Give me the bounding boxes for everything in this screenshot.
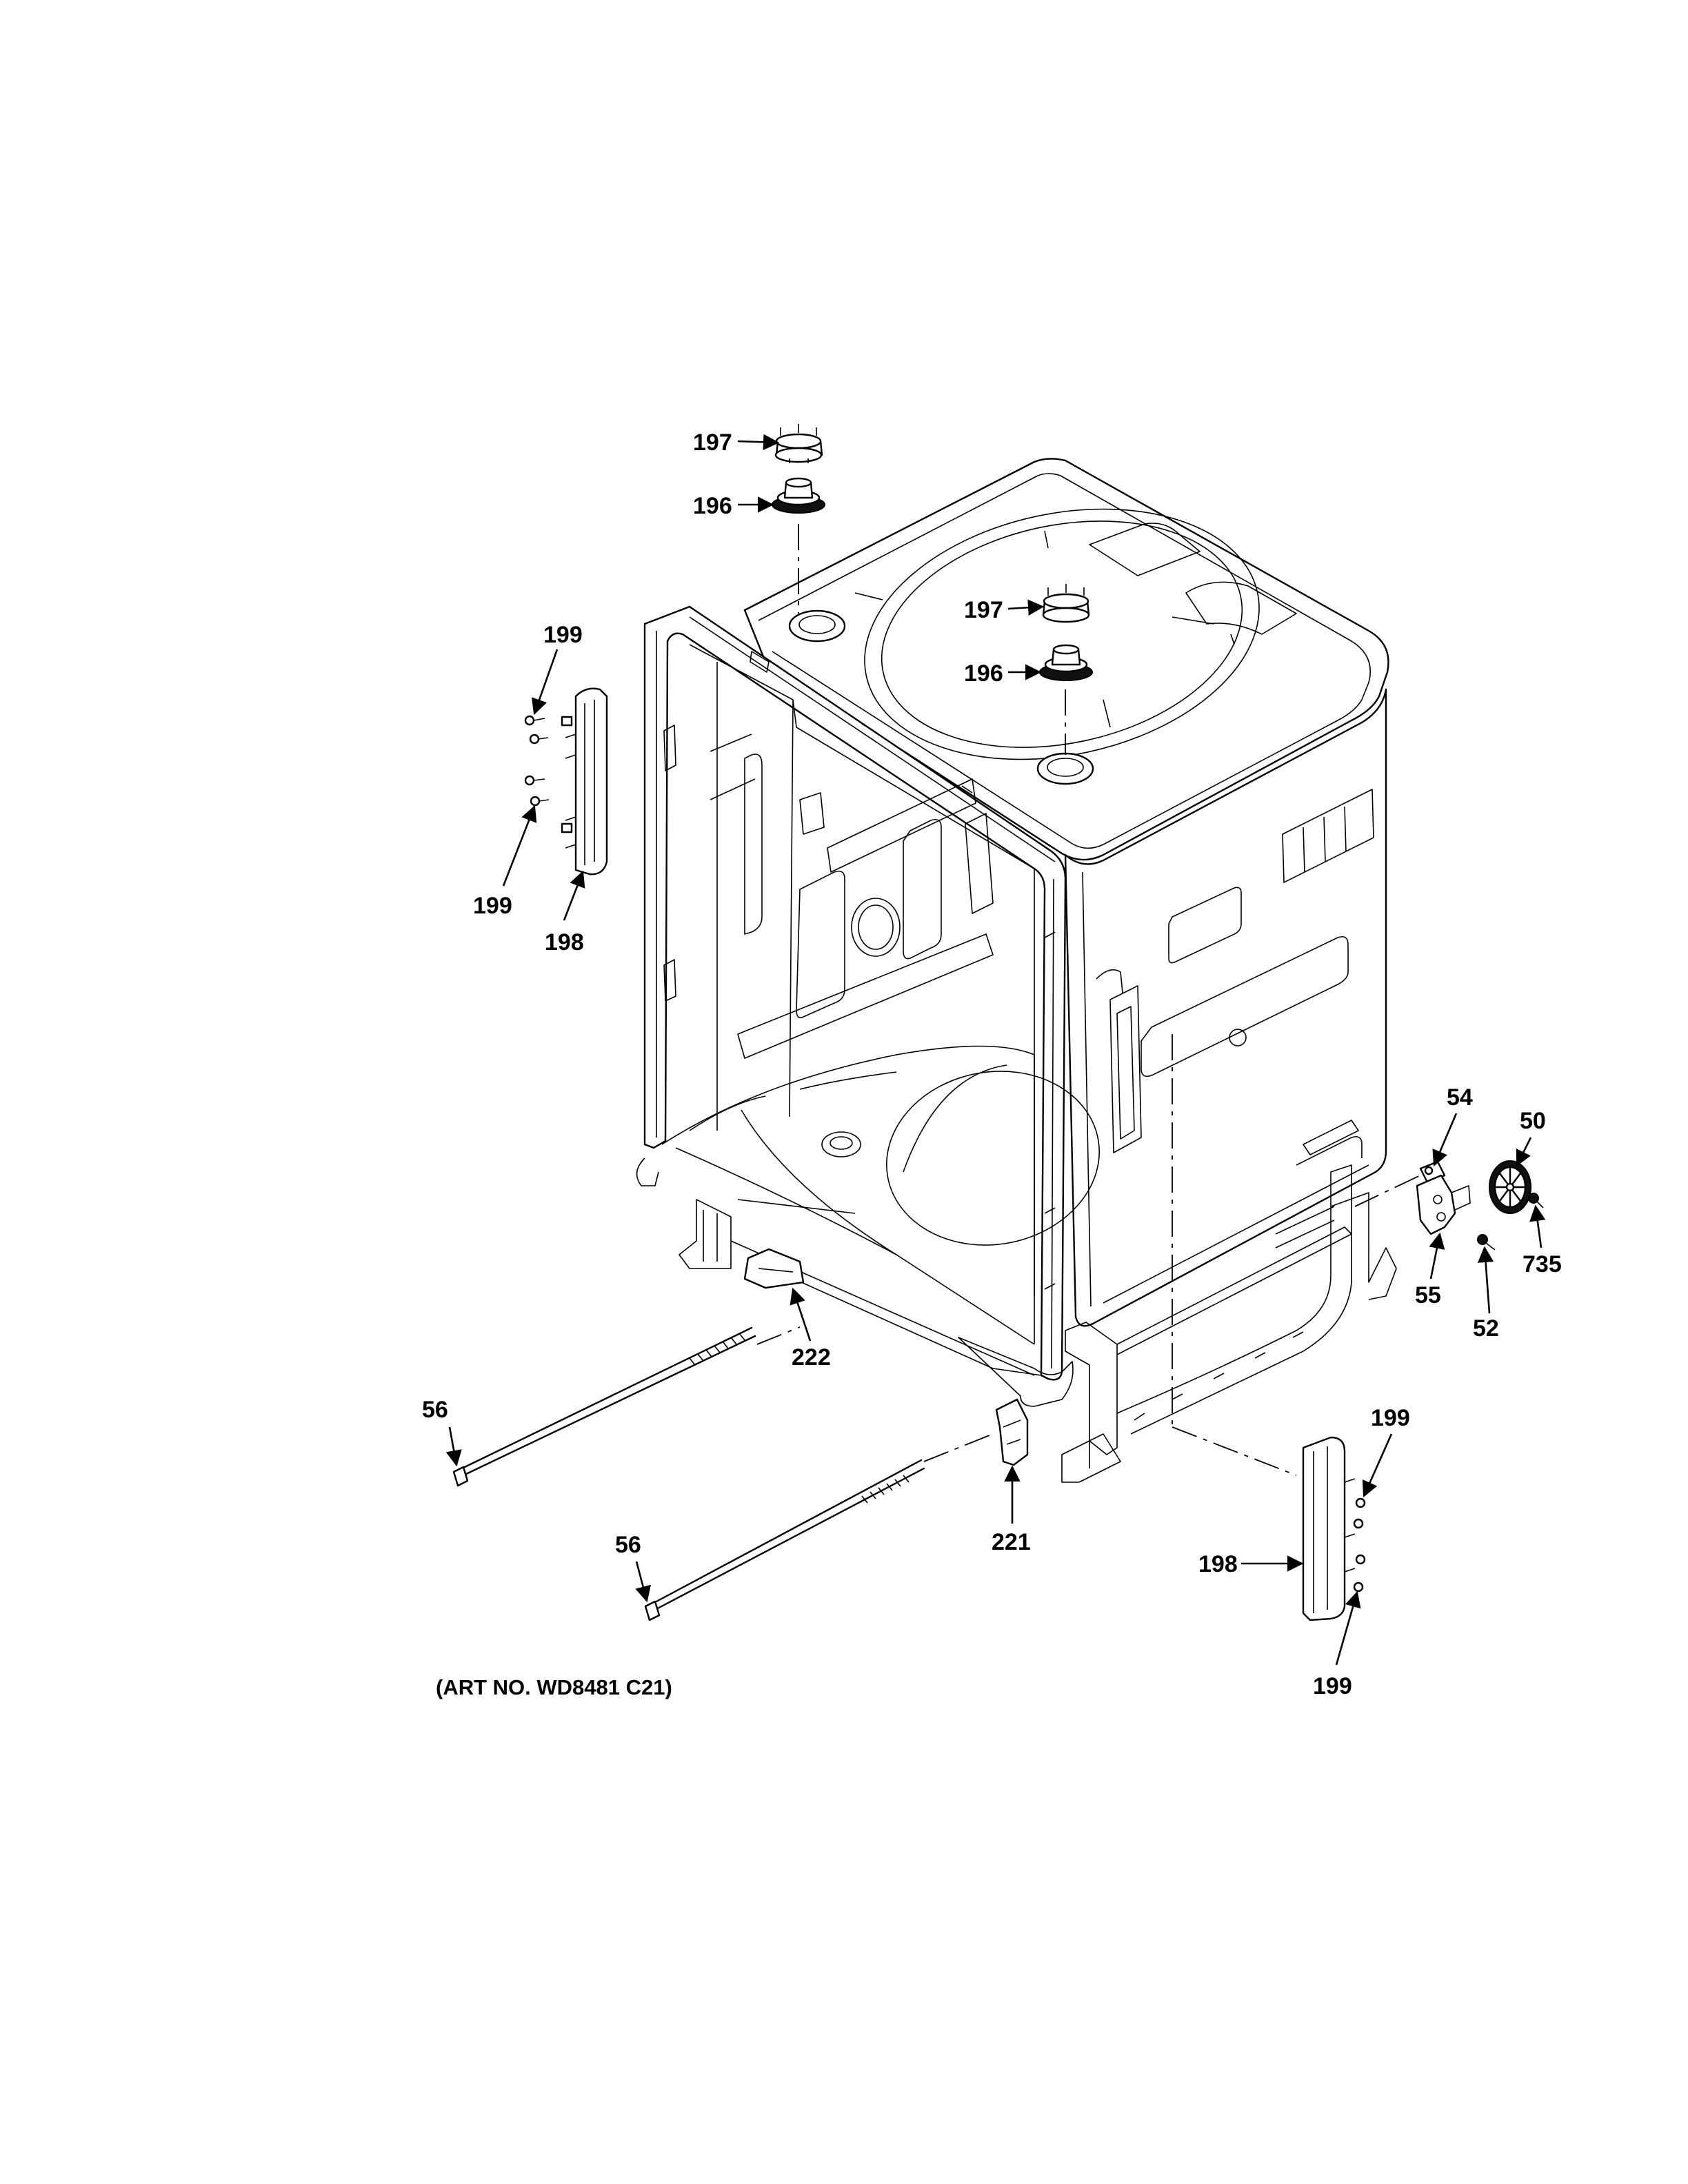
gasket-196-top	[772, 477, 825, 514]
callout-50: 50	[1520, 1108, 1546, 1134]
gasket-196-mid	[1039, 644, 1093, 681]
callout-221: 221	[992, 1529, 1031, 1555]
callout-196-top: 196	[693, 493, 732, 519]
art-number: (ART NO. WD8481 C21)	[436, 1675, 672, 1699]
callout-199-lower-left: 199	[473, 893, 512, 919]
callout-196-mid: 196	[964, 660, 1003, 687]
callout-55: 55	[1415, 1282, 1441, 1308]
rod-56-upper	[452, 1326, 756, 1487]
hinge-55	[1416, 1174, 1471, 1235]
callout-222: 222	[792, 1344, 831, 1371]
callout-56-lower: 56	[615, 1532, 641, 1558]
screws-199-right	[1353, 1497, 1366, 1593]
callout-52: 52	[1473, 1315, 1499, 1342]
assembly-lines	[756, 524, 1428, 1476]
wheel-50	[1489, 1160, 1531, 1214]
screw-735	[1528, 1193, 1544, 1209]
nut-197-top	[774, 424, 823, 463]
screws-199-left	[524, 715, 550, 807]
bracket-221	[995, 1398, 1029, 1466]
bracket-222	[743, 1248, 805, 1289]
hinge-cover-198-right	[1302, 1436, 1356, 1621]
callout-198-right: 198	[1198, 1551, 1238, 1577]
callout-labels: 197 196 197 196 199 199 198 54 50 55 52 …	[422, 429, 1562, 1699]
callout-54: 54	[1447, 1084, 1473, 1111]
callout-197-mid: 197	[964, 597, 1003, 623]
rod-56-lower	[644, 1459, 925, 1621]
callout-199-upper-left: 199	[543, 622, 583, 648]
screw-52	[1477, 1234, 1496, 1251]
callout-197-top: 197	[693, 429, 732, 456]
hinge-cover-198-left	[561, 687, 608, 876]
callout-198-left: 198	[545, 929, 584, 956]
callout-56-upper: 56	[422, 1397, 448, 1423]
callout-735: 735	[1523, 1251, 1562, 1277]
callout-199-upper-right: 199	[1371, 1405, 1410, 1431]
nut-197-mid	[1042, 584, 1090, 623]
callout-199-lower-right: 199	[1313, 1673, 1352, 1699]
leader-lines	[445, 434, 1546, 1666]
